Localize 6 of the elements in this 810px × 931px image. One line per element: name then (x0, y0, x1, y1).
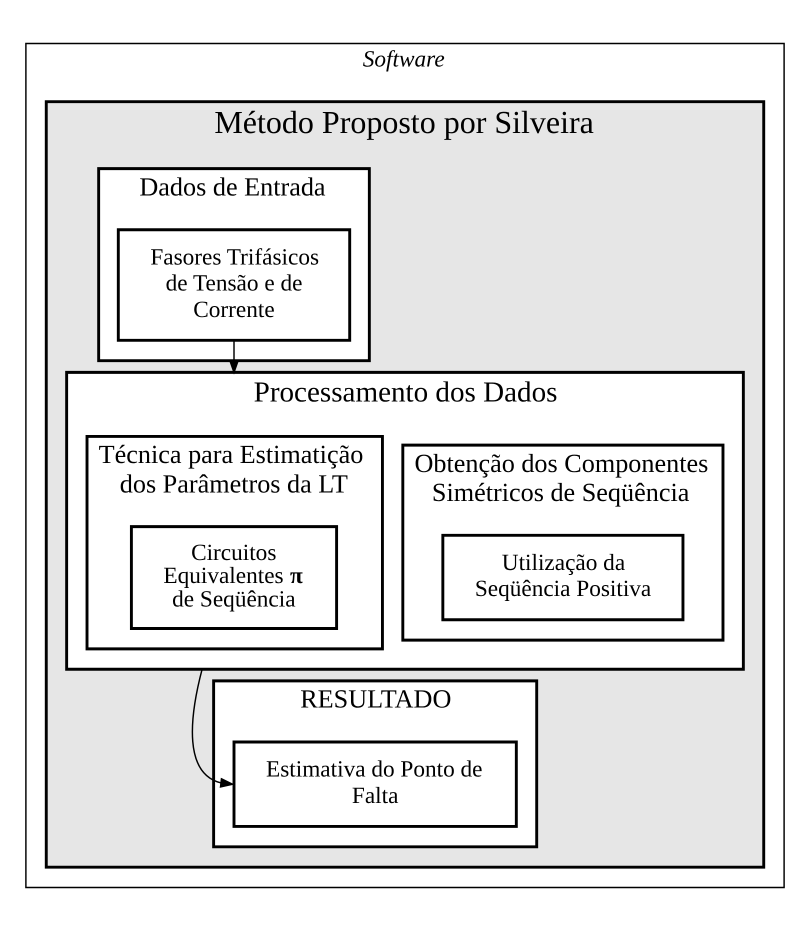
arrow (192, 669, 235, 788)
node-box: Circuitos Equivalentes π de Seqüência (130, 525, 338, 630)
arrow (228, 340, 240, 375)
node-box: Utilização da Seqüência Positiva (441, 534, 684, 622)
node-box: Estimativa do Ponto de Falta (232, 740, 518, 828)
node-box: Fasores Trifásicos de Tensão e de Corrente (116, 228, 352, 342)
